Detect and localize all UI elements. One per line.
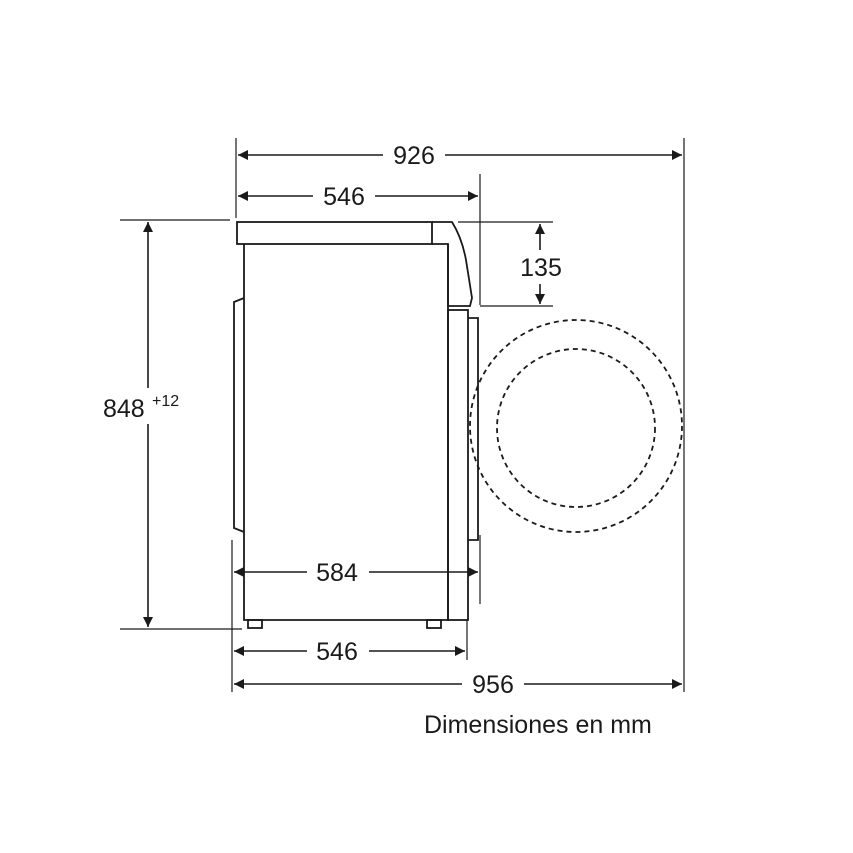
washer-outline [233, 221, 479, 629]
label-956: 956 [472, 671, 514, 699]
label-584: 584 [316, 559, 358, 587]
door-swing-outer-circle [469, 319, 683, 533]
label-135: 135 [520, 254, 562, 282]
caption-units: Dimensiones en mm [424, 711, 652, 739]
label-546-bottom: 546 [316, 638, 358, 666]
door-swing-inner-circle [496, 348, 656, 508]
label-848-sup: +12 [152, 393, 179, 410]
label-546-top: 546 [323, 183, 365, 211]
label-926: 926 [393, 142, 435, 170]
label-848: 848 [103, 395, 145, 423]
